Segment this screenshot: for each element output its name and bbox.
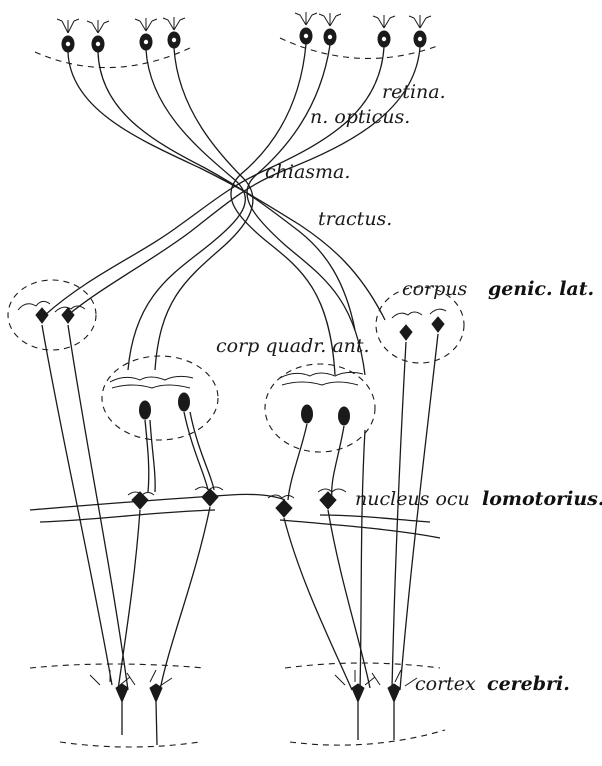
label-genic-lat: genic. lat. bbox=[488, 278, 594, 300]
corp-quadr-left bbox=[102, 356, 218, 440]
label-corpus: corpus bbox=[402, 278, 468, 300]
label-oculomotorius: lomotorius. bbox=[482, 488, 602, 510]
retina-cell-6 bbox=[319, 13, 341, 45]
quadr-oculomotor-fibers bbox=[145, 412, 344, 500]
retina-cell-2 bbox=[87, 20, 109, 52]
retina-cell-1 bbox=[57, 19, 79, 52]
corp-quadr-right bbox=[265, 364, 375, 452]
cortex-left bbox=[30, 664, 205, 747]
corpus-genic-left bbox=[8, 280, 96, 350]
label-n-opticus: n. opticus. bbox=[310, 106, 410, 128]
retina-cell-8 bbox=[409, 15, 431, 47]
label-tractus: tractus. bbox=[318, 208, 392, 230]
label-corp-quadr-ant: corp quadr. ant. bbox=[216, 335, 370, 357]
retina-cell-3 bbox=[135, 18, 157, 50]
label-retina: retina. bbox=[382, 81, 446, 103]
retina-cell-5 bbox=[295, 12, 317, 44]
retina-cell-7 bbox=[373, 15, 395, 47]
label-cortex: cortex bbox=[415, 673, 476, 695]
retina-cell-4 bbox=[163, 17, 185, 48]
retina-right-group bbox=[280, 12, 440, 58]
label-nucleus: nucleus ocu bbox=[355, 488, 470, 510]
label-chiasma: chiasma. bbox=[265, 161, 350, 183]
label-cerebri: cerebri. bbox=[487, 673, 570, 695]
retina-left-group bbox=[35, 17, 190, 68]
nucleus-oculomotorius-left bbox=[30, 487, 285, 522]
